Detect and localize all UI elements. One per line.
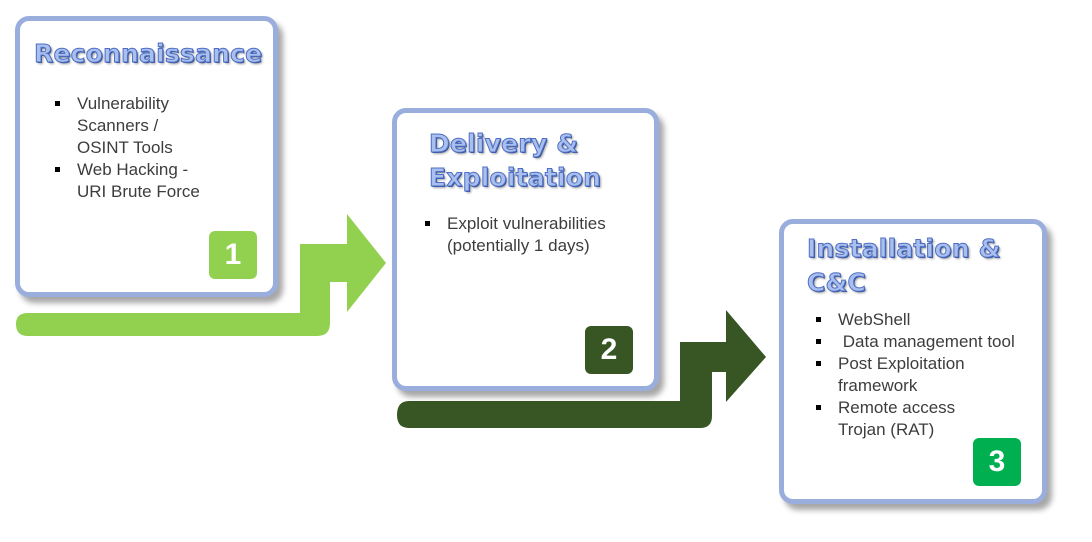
stage-title-line: C&C <box>807 268 867 298</box>
stage-title-line: Reconnaissance <box>33 39 263 69</box>
list-item: Exploit vulnerabilities (potentially 1 d… <box>420 213 610 257</box>
stage-title: Delivery & Exploitation <box>428 127 602 195</box>
step-number-badge-2: 2 <box>585 326 633 374</box>
stage-title: Reconnaissance <box>33 37 263 71</box>
step-number-badge-3: 3 <box>973 438 1021 486</box>
stage-card-installation-cc: Installation & C&C WebShell Data managem… <box>779 219 1047 504</box>
arrow-1-to-2 <box>16 214 386 336</box>
stage-title-line: Exploitation <box>428 163 602 193</box>
list-item: Vulnerability Scanners / OSINT Tools <box>50 93 210 159</box>
list-item: Post Exploitation framework <box>811 353 1021 397</box>
list-item: Data management tool <box>811 331 1021 353</box>
stage-title-line: Installation & <box>807 234 1001 264</box>
list-item: Remote access Trojan (RAT) <box>811 397 973 441</box>
stage-title-line: Delivery & <box>428 129 579 159</box>
stage-card-delivery-exploitation: Delivery & Exploitation Exploit vulnerab… <box>392 108 659 391</box>
stage-item-list: WebShell Data management tool Post Explo… <box>811 309 1021 441</box>
stage-item-list: Exploit vulnerabilities (potentially 1 d… <box>420 213 610 257</box>
stage-item-list: Vulnerability Scanners / OSINT Tools Web… <box>50 93 210 203</box>
stage-title: Installation & C&C <box>807 232 1001 300</box>
step-number-badge-1: 1 <box>209 231 257 279</box>
arrow-2-to-3 <box>397 310 766 428</box>
list-item: Web Hacking - URI Brute Force <box>50 159 210 203</box>
stage-card-reconnaissance: Reconnaissance Vulnerability Scanners / … <box>15 16 278 297</box>
list-item: WebShell <box>811 309 1021 331</box>
